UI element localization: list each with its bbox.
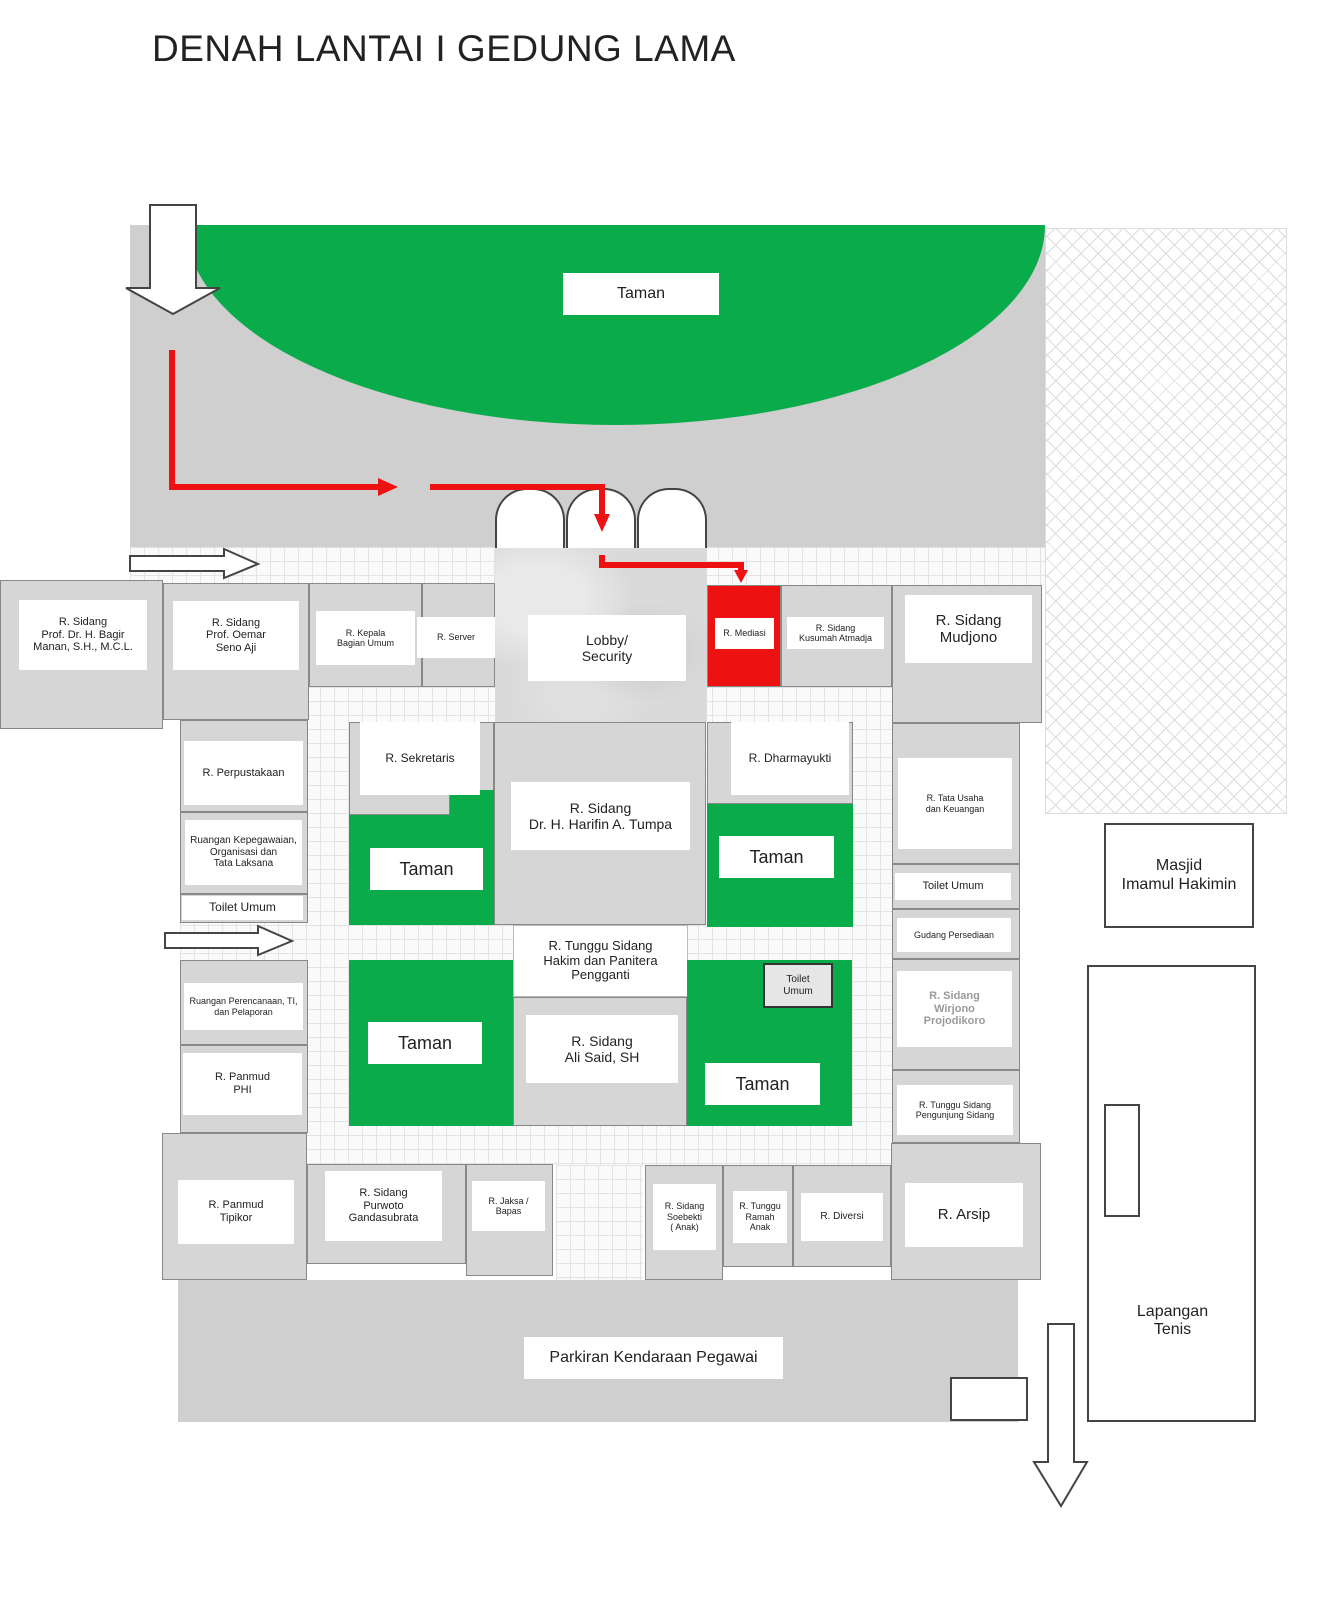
map-title: DENAH LANTAI I GEDUNG LAMA — [152, 28, 736, 69]
label-tunggu-ramah-anak: R. Tunggu Ramah Anak — [733, 1191, 787, 1243]
label-lapangan-tenis: Lapangan Tenis — [1106, 1287, 1239, 1355]
label-taman-se: Taman — [705, 1063, 820, 1105]
label-sidang-bagir: R. Sidang Prof. Dr. H. Bagir Manan, S.H.… — [19, 600, 147, 670]
label-toilet-right: Toilet Umum — [895, 873, 1011, 900]
label-toilet-left: Toilet Umum — [182, 896, 303, 920]
exit-arrow-icon — [1032, 1323, 1089, 1508]
tennis-net-post — [1104, 1104, 1140, 1217]
label-mediasi: R. Mediasi — [715, 618, 774, 649]
room-tunggu-hakim[interactable]: R. Tunggu Sidang Hakim dan Panitera Peng… — [513, 925, 688, 997]
arch-left — [495, 488, 565, 548]
hatched-yard — [1045, 228, 1287, 814]
label-panmud-tipikor: R. Panmud Tipikor — [178, 1180, 294, 1244]
label-kepala-bagian: R. Kepala Bagian Umum — [316, 611, 415, 665]
building-masjid[interactable]: Masjid Imamul Hakimin — [1104, 823, 1254, 928]
label-tunggu-pengunjung: R. Tunggu Sidang Pengunjung Sidang — [897, 1085, 1013, 1135]
label-server: R. Server — [417, 617, 495, 658]
label-sidang-mudjono: R. Sidang Mudjono — [905, 595, 1032, 663]
parking-booth — [950, 1377, 1028, 1421]
label-kepegawaian: Ruangan Kepegawaian, Organisasi dan Tata… — [185, 820, 302, 885]
label-sidang-alisaid: R. Sidang Ali Said, SH — [526, 1015, 678, 1083]
label-sidang-kusumah: R. Sidang Kusumah Atmadja — [787, 617, 884, 649]
label-sidang-wirjono: R. Sidang Wirjono Projodikoro — [897, 971, 1012, 1047]
label-jaksa-bapas: R. Jaksa / Bapas — [472, 1181, 545, 1231]
label-gudang: Gudang Persediaan — [897, 918, 1011, 952]
label-perencanaan: Ruangan Perencanaan, TI, dan Pelaporan — [184, 983, 303, 1030]
label-perpustakaan: R. Perpustakaan — [184, 741, 303, 805]
label-panmud-phi: R. Panmud PHI — [183, 1053, 302, 1115]
label-arsip: R. Arsip — [905, 1183, 1023, 1247]
label-taman-top: Taman — [563, 273, 719, 315]
label-diversi: R. Diversi — [801, 1193, 883, 1241]
label-sidang-soebekti: R. Sidang Soebekti ( Anak) — [653, 1184, 716, 1250]
label-sekretaris: R. Sekretaris — [360, 722, 480, 795]
label-dharmayukti: R. Dharmayukti — [731, 722, 849, 795]
label-taman-sw: Taman — [368, 1022, 482, 1064]
arch-center — [566, 488, 636, 548]
label-sidang-purwoto: R. Sidang Purwoto Gandasubrata — [325, 1171, 442, 1241]
label-tata-usaha: R. Tata Usaha dan Keuangan — [898, 758, 1012, 849]
label-taman-nw: Taman — [370, 848, 483, 890]
label-sidang-harifin: R. Sidang Dr. H. Harifin A. Tumpa — [511, 782, 690, 850]
arch-right — [637, 488, 707, 548]
label-sidang-oemar: R. Sidang Prof. Oemar Seno Aji — [173, 601, 299, 670]
room-lobby[interactable]: Lobby/ Security — [528, 615, 686, 681]
label-taman-ne: Taman — [719, 836, 834, 878]
room-toilet-center[interactable]: Toilet Umum — [763, 963, 833, 1008]
label-parkiran: Parkiran Kendaraan Pegawai — [524, 1337, 783, 1379]
rear-walkway — [556, 1165, 643, 1290]
